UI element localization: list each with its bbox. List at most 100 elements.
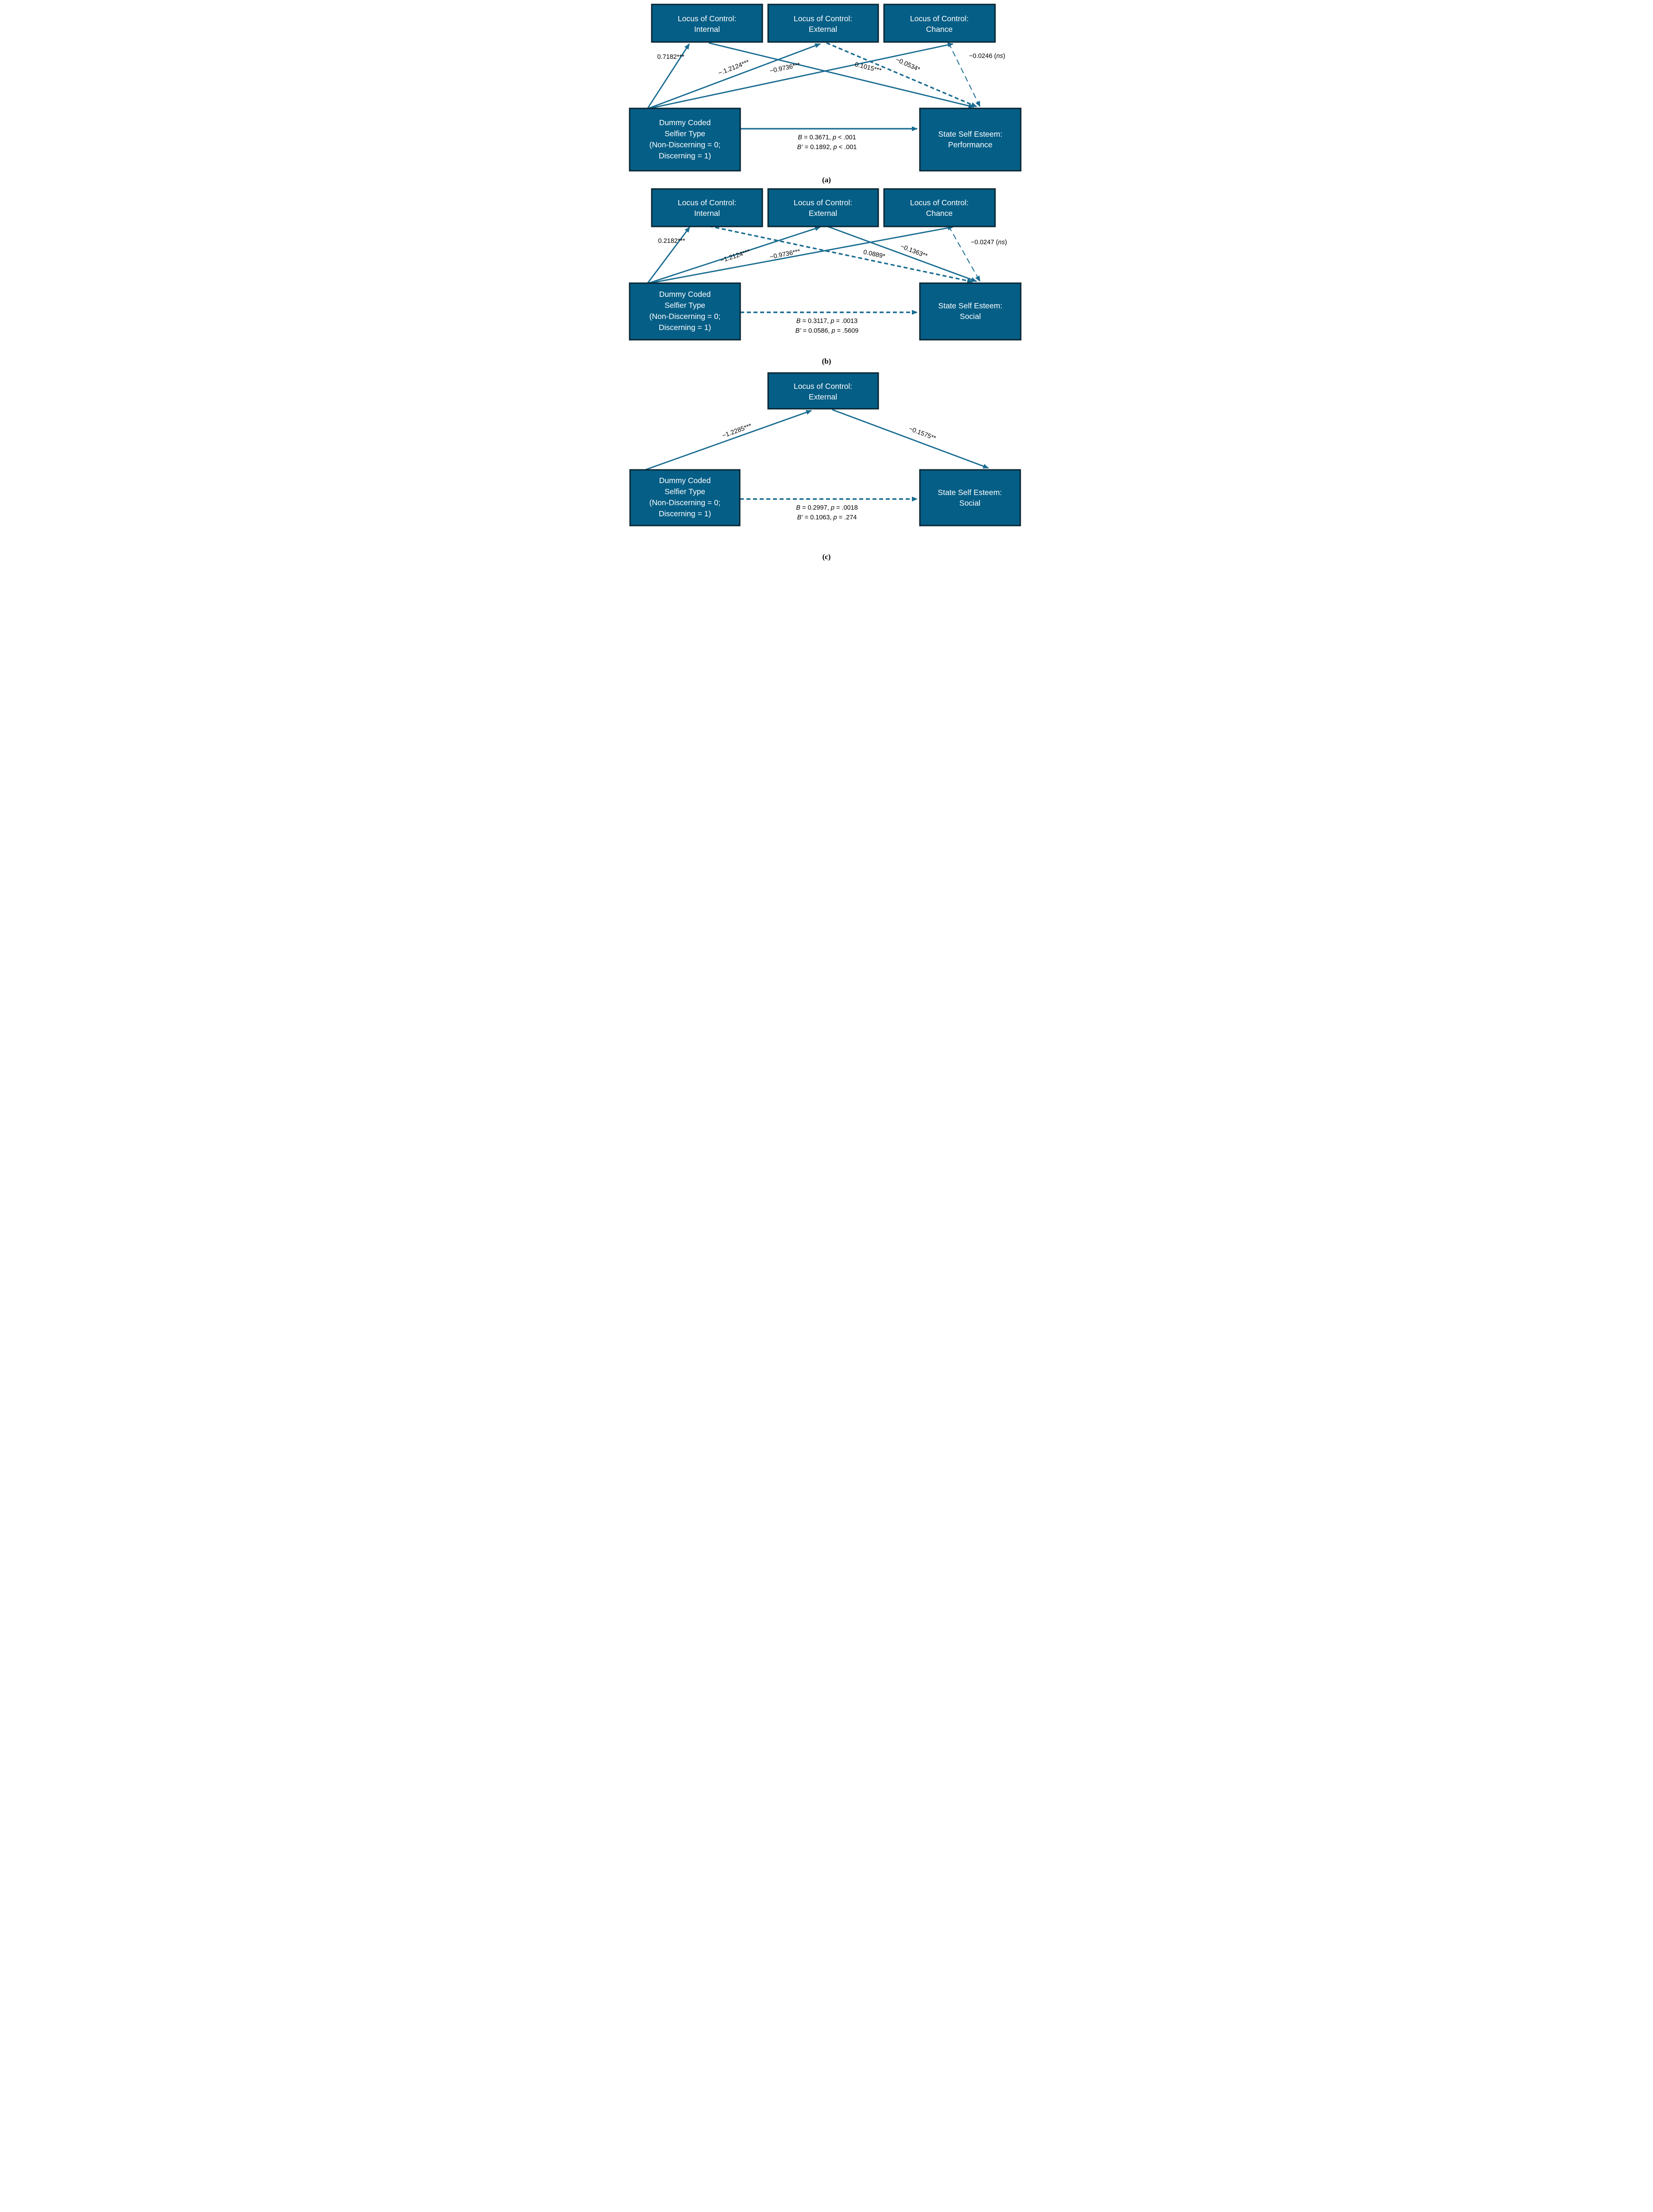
path-arrow-predictor-to-chance [647, 225, 953, 284]
box-label: External [809, 209, 837, 218]
coef-predictor-external: −1.2124*** [719, 248, 751, 265]
p-value: < .001 [836, 134, 856, 141]
coef-internal-outcome: 0.0889* [863, 249, 886, 260]
box-label: Selfier Type [665, 301, 705, 310]
path-arrow-predictor-to-internal [646, 43, 690, 109]
coef-predictor-internal: 0.7182*** [657, 54, 684, 61]
box-locus-external [767, 4, 879, 43]
box-label: Locus of Control: [794, 198, 852, 207]
mediation-figure: Locus of Control: Internal Locus of Cont… [620, 0, 1033, 565]
path-arrow-predictor-to-external [647, 226, 821, 284]
box-outcome [919, 282, 1022, 341]
b-value: = 0.3671, [802, 134, 833, 141]
b-symbol: B [796, 318, 801, 325]
b-symbol: B [798, 134, 802, 141]
path-arrow-external-to-outcome [832, 409, 989, 469]
p-value: = .0018 [834, 504, 858, 511]
p-value: = .274 [837, 514, 857, 521]
p-value: = .5609 [835, 327, 859, 334]
ns-flag: ns [998, 239, 1005, 246]
box-label: State Self Esteem: [938, 488, 1002, 497]
panel-c-caption: (c) [823, 553, 831, 561]
box-label: Social [960, 312, 981, 321]
coef-chance-outcome: −0.0247 (ns) [971, 239, 1007, 246]
coef-value: −0.0247 ( [971, 239, 998, 246]
direct-effect-line1: B = 0.3671, p < .001 [798, 134, 856, 141]
path-arrow-predictor-to-internal [646, 227, 691, 284]
coef-internal-outcome: 0.1015*** [854, 61, 882, 74]
panel-a-caption: (a) [822, 176, 831, 184]
panel-a: Locus of Control: Internal Locus of Cont… [629, 4, 1022, 184]
p-symbol: p [830, 504, 834, 511]
panel-b: Locus of Control: Internal Locus of Cont… [629, 188, 1022, 365]
box-predictor [629, 282, 741, 341]
box-locus-internal [651, 188, 763, 227]
box-label: Dummy Coded [659, 476, 711, 485]
p-symbol: p [832, 134, 836, 141]
b-symbol: B [796, 504, 800, 511]
b-value: = 0.3117, [800, 318, 830, 325]
box-locus-external [767, 188, 879, 227]
box-label: (Non-Discerning = 0; [650, 140, 721, 149]
direct-effect-line2: B’ = 0.0586, p = .5609 [796, 327, 859, 334]
box-label: Discerning = 1) [659, 323, 711, 332]
box-locus-chance [883, 4, 996, 43]
direct-effect-line2: B’ = 0.1063, p = .274 [797, 514, 857, 521]
box-locus-internal [651, 4, 763, 43]
box-label: Internal [694, 25, 720, 34]
direct-effect-line1: B = 0.3117, p = .0013 [796, 318, 857, 325]
mediation-diagram-svg: Locus of Control: Internal Locus of Cont… [629, 4, 1022, 561]
box-label: Locus of Control: [794, 382, 852, 391]
b-prime-symbol: B’ [796, 327, 802, 334]
panel-b-caption: (b) [822, 357, 831, 365]
box-label: State Self Esteem: [938, 301, 1003, 310]
box-label: Dummy Coded [659, 290, 711, 299]
box-label: External [809, 392, 837, 401]
p-value: < .001 [837, 144, 857, 151]
p-symbol: p [830, 318, 834, 325]
box-outcome [919, 108, 1022, 172]
panel-c: Locus of Control: External Dummy Coded S… [629, 372, 1021, 561]
box-label: Locus of Control: [678, 198, 736, 207]
coef-close: ) [1003, 53, 1005, 60]
direct-effect-line2: B’ = 0.1892, p < .001 [797, 144, 857, 151]
path-arrow-predictor-to-external [645, 410, 812, 471]
box-locus-external [767, 372, 879, 410]
box-outcome [919, 469, 1021, 526]
b-prime-symbol: B’ [797, 514, 803, 521]
box-label: Dummy Coded [659, 118, 711, 127]
p-value: = .0013 [834, 318, 857, 325]
ns-flag: ns [996, 53, 1003, 60]
box-label: Locus of Control: [678, 14, 736, 23]
box-label: External [809, 25, 837, 34]
b-value: = 0.2997, [800, 504, 831, 511]
path-arrow-chance-to-outcome [948, 42, 980, 107]
coef-predictor-chance: −0.9736*** [769, 248, 801, 261]
coef-predictor-internal: 0.2182*** [658, 238, 685, 245]
box-label: Social [959, 499, 980, 507]
box-predictor [629, 469, 741, 526]
box-label: State Self Esteem: [938, 130, 1003, 138]
b-prime-symbol: B’ [797, 144, 803, 151]
box-label: Discerning = 1) [659, 509, 711, 518]
p-symbol: p [833, 514, 837, 521]
path-arrow-internal-to-outcome [708, 225, 973, 283]
box-label: Selfier Type [665, 129, 705, 138]
coef-external-outcome: −0.0534* [895, 56, 921, 73]
p-symbol: p [833, 144, 837, 151]
box-label: Locus of Control: [910, 198, 969, 207]
path-arrow-predictor-to-chance [647, 42, 953, 110]
path-arrow-predictor-to-external [647, 43, 821, 110]
box-label: Locus of Control: [794, 14, 852, 23]
b-prime-value: = 0.1063, [803, 514, 834, 521]
box-label: (Non-Discerning = 0; [650, 312, 721, 321]
coef-external-outcome: −0.1363** [900, 243, 929, 260]
box-label: Selfier Type [665, 487, 705, 496]
box-label: Chance [926, 209, 953, 218]
box-label: Performance [948, 140, 992, 149]
p-symbol: p [831, 327, 835, 334]
box-label: Locus of Control: [910, 14, 969, 23]
coef-chance-outcome: −0.0246 (ns) [969, 53, 1005, 60]
coef-predictor-external: −.1.2124*** [717, 58, 750, 77]
direct-effect-line1: B = 0.2997, p = .0018 [796, 504, 858, 511]
